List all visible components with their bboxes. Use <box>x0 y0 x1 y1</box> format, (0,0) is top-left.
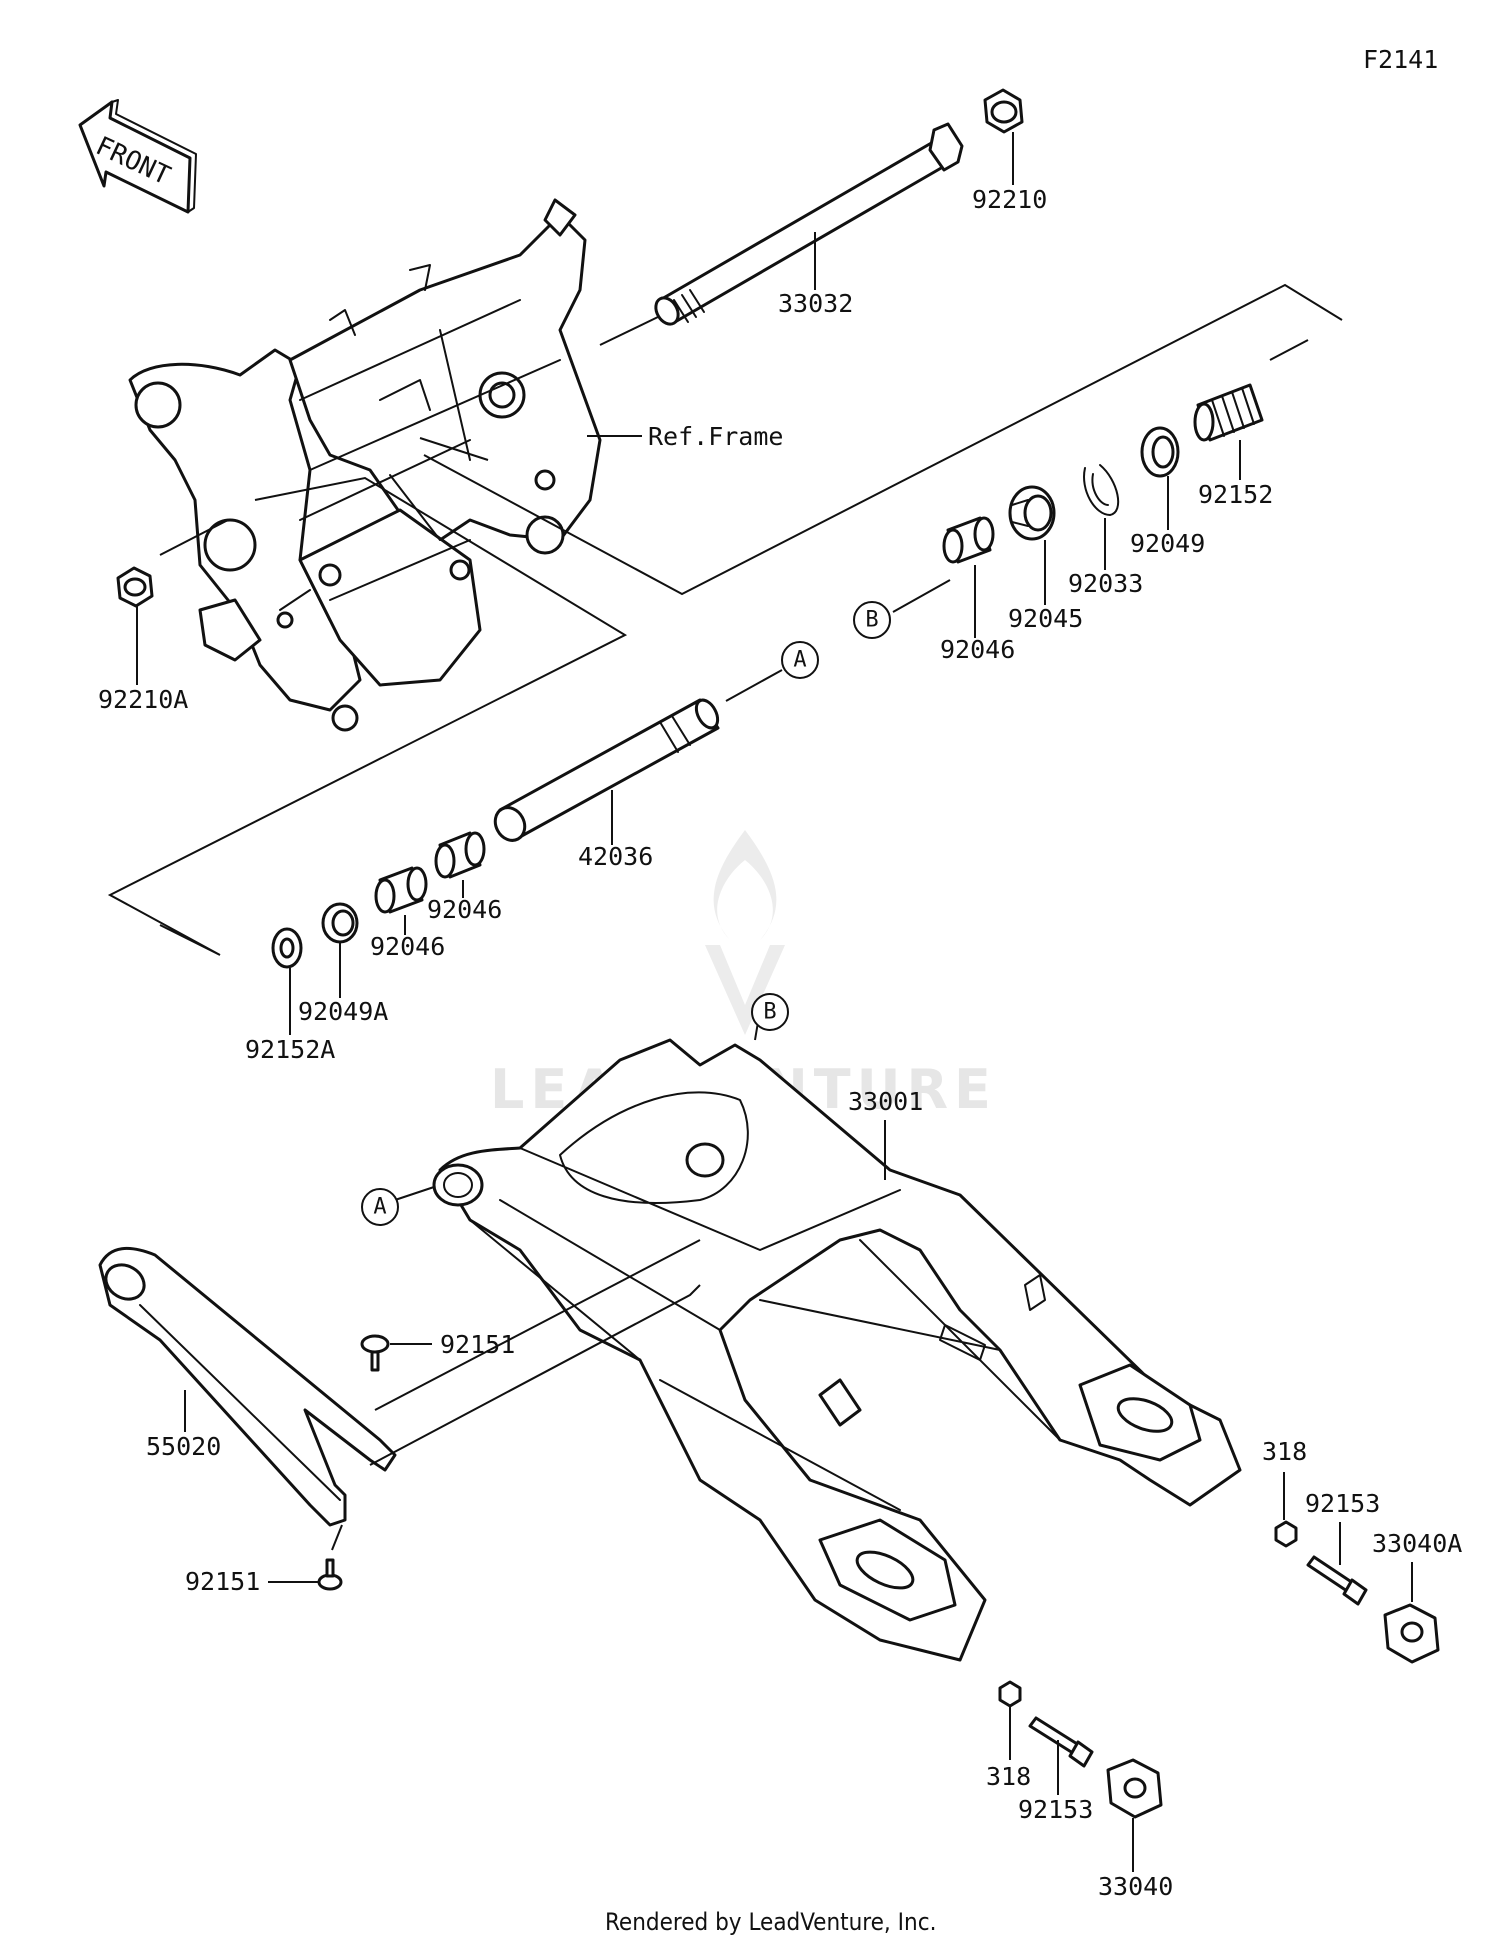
label-92153-right: 92153 <box>1305 1489 1380 1518</box>
leader-33032-axle <box>599 315 661 346</box>
diagram-code: F2141 <box>1363 45 1438 74</box>
label-92033: 92033 <box>1068 569 1143 598</box>
label-ref-frame: Ref.Frame <box>648 422 783 451</box>
label-92152A: 92152A <box>245 1035 335 1064</box>
label-92153-low: 92153 <box>1018 1795 1093 1824</box>
bearing-92045 <box>1008 485 1056 541</box>
label-33040: 33040 <box>1098 1872 1173 1901</box>
label-92046-mid: 92046 <box>427 895 502 924</box>
leader-92210A <box>159 519 229 556</box>
callout-b-swingarm <box>751 993 789 1031</box>
label-318-right: 318 <box>1262 1437 1307 1466</box>
swingarm-33001 <box>432 1038 1242 1662</box>
washer-92152A <box>271 927 303 969</box>
needle-bearing-92046-top <box>942 516 995 564</box>
label-92046-low: 92046 <box>370 932 445 961</box>
nut-318-low <box>998 1680 1022 1708</box>
label-33001: 33001 <box>848 1087 923 1116</box>
label-92210A: 92210A <box>98 685 188 714</box>
label-318-low: 318 <box>986 1762 1031 1791</box>
label-92210: 92210 <box>972 185 1047 214</box>
label-33032: 33032 <box>778 289 853 318</box>
needle-bearing-92046-mid <box>434 831 486 879</box>
label-92152: 92152 <box>1198 480 1273 509</box>
nut-92210A <box>116 566 154 608</box>
nut-92210 <box>983 88 1024 134</box>
bracket-left-assembly <box>107 476 628 956</box>
callout-b-top <box>853 601 891 639</box>
pivot-shaft-33032 <box>654 122 964 326</box>
frame-ref-drawing <box>128 198 602 732</box>
callout-a-top <box>781 641 819 679</box>
label-92151-low: 92151 <box>185 1567 260 1596</box>
adjuster-33040A <box>1383 1603 1440 1664</box>
callout-b-swingarm-label: B <box>763 1000 776 1025</box>
leader-chain-guide-mount <box>369 1284 701 1466</box>
front-arrow-icon: FRONT <box>78 99 197 214</box>
label-92049: 92049 <box>1130 529 1205 558</box>
label-42036: 42036 <box>578 842 653 871</box>
circlip-92033 <box>1083 464 1120 516</box>
label-92049A: 92049A <box>298 997 388 1026</box>
footer-credit: Rendered by LeadVenture, Inc. <box>605 1908 936 1936</box>
nut-318-right <box>1274 1520 1298 1548</box>
bracket-right-assembly <box>419 283 1343 596</box>
label-92151-top: 92151 <box>440 1330 515 1359</box>
label-92045: 92045 <box>1008 604 1083 633</box>
label-33040A: 33040A <box>1372 1529 1462 1558</box>
bolt-92153-right <box>1306 1555 1368 1606</box>
leader-92152-line <box>1269 339 1309 361</box>
label-55020: 55020 <box>146 1432 221 1461</box>
bolt-92153-low <box>1028 1716 1094 1768</box>
seal-92049 <box>1140 426 1180 478</box>
sleeve-92152 <box>1193 383 1264 442</box>
callout-a-top-label: A <box>793 648 806 673</box>
bolt-92151-low <box>317 1558 343 1591</box>
label-92046-top: 92046 <box>940 635 1015 664</box>
adjuster-33040 <box>1106 1758 1163 1819</box>
seal-92049A <box>321 902 359 944</box>
callout-a-swingarm <box>361 1188 399 1226</box>
callout-a-swingarm-label: A <box>373 1195 386 1220</box>
leader-chain-guide-mount-top <box>374 1239 701 1411</box>
needle-bearing-92046-low <box>374 866 428 914</box>
bolt-92151-top <box>360 1334 390 1372</box>
callout-b-top-label: B <box>865 608 878 633</box>
collar-42036 <box>493 698 720 842</box>
chain-guide-55020 <box>98 1246 397 1527</box>
